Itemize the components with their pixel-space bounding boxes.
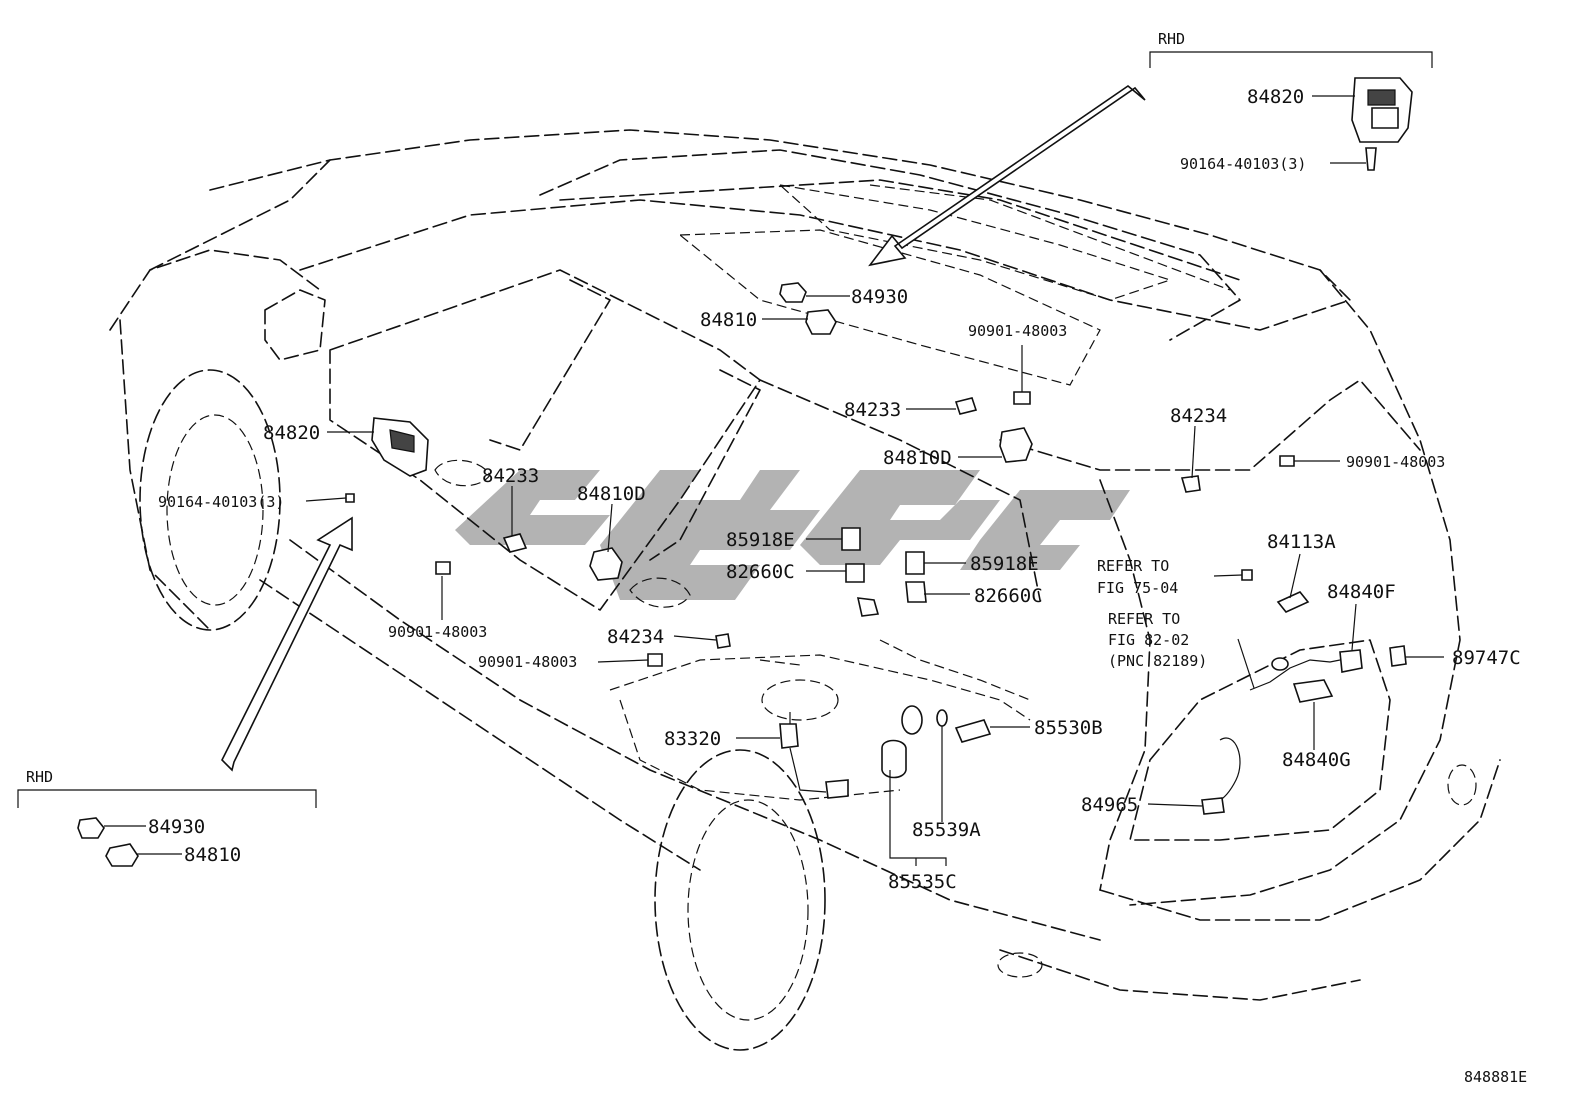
label-85918E-left: 85918E bbox=[726, 529, 795, 551]
label-90901-right: 90901-48003 bbox=[1346, 453, 1445, 471]
bolt-90901-top bbox=[1013, 391, 1031, 405]
label-84234-lower: 84234 bbox=[607, 626, 664, 648]
relay-85918E-left bbox=[841, 527, 861, 551]
label-90164-left: 90164-40103(3) bbox=[158, 493, 284, 511]
label-figure-number: 848881E bbox=[1464, 1068, 1527, 1086]
label-82660C-left: 82660C bbox=[726, 561, 795, 583]
label-84810-rhd: 84810 bbox=[184, 844, 241, 866]
rhd-arrow-bottom bbox=[221, 516, 353, 772]
label-rhd-top: RHD bbox=[1158, 30, 1185, 48]
label-84930-center: 84930 bbox=[851, 286, 908, 308]
label-84233-center: 84233 bbox=[844, 399, 901, 421]
pin-84233-top bbox=[954, 397, 978, 415]
seal-85539A bbox=[936, 709, 948, 727]
indicator-arrows bbox=[221, 84, 1146, 772]
label-89747C: 89747C bbox=[1452, 647, 1521, 669]
relay-85918E-right bbox=[905, 551, 925, 575]
plug-85530B bbox=[954, 719, 992, 743]
label-90901-lower: 90901-48003 bbox=[478, 653, 577, 671]
parts bbox=[77, 77, 1413, 867]
label-90164-rhd: 90164-40103(3) bbox=[1180, 155, 1306, 173]
pin-84234-lower bbox=[715, 633, 731, 649]
switch-84810-rhd bbox=[105, 843, 139, 867]
bolt-90901-left bbox=[435, 561, 451, 575]
label-85539A: 85539A bbox=[912, 819, 981, 841]
switch-84930-rhd bbox=[77, 817, 105, 839]
rhd-arrow-top bbox=[868, 84, 1146, 267]
label-84930-rhd: 84930 bbox=[148, 816, 205, 838]
pin-84234-right bbox=[1180, 475, 1201, 493]
screw-top-right bbox=[1365, 147, 1377, 171]
label-84810D-upper: 84810D bbox=[883, 447, 952, 469]
screw-84113A bbox=[1241, 569, 1253, 581]
label-refer-to-2: REFER TO bbox=[1108, 610, 1180, 628]
rhd-brackets bbox=[17, 51, 1433, 808]
label-fig-82-02: FIG 82-02 bbox=[1108, 631, 1189, 649]
switch-84820-rhd bbox=[1351, 77, 1413, 143]
label-refer-to-1: REFER TO bbox=[1097, 557, 1169, 575]
label-90901-center: 90901-48003 bbox=[968, 322, 1067, 340]
vehicle-outline bbox=[109, 129, 1501, 1051]
switch-84810D-upper bbox=[999, 427, 1033, 463]
label-85530B: 85530B bbox=[1034, 717, 1103, 739]
label-84810D-lower: 84810D bbox=[577, 483, 646, 505]
sensor-83320-plug bbox=[825, 779, 849, 799]
switch-84840F bbox=[1339, 649, 1363, 673]
socket-85535C bbox=[881, 739, 907, 779]
switch-84113A bbox=[1276, 591, 1310, 613]
label-84840G: 84840G bbox=[1282, 749, 1351, 771]
bolt-90901-right bbox=[1279, 455, 1295, 467]
label-84820-rhd: 84820 bbox=[1247, 86, 1304, 108]
switch-84840G bbox=[1292, 679, 1334, 703]
pin-84233-left bbox=[502, 533, 528, 553]
watermark-logo bbox=[455, 470, 1130, 600]
sensor-83320 bbox=[779, 723, 799, 749]
block-82660C-right bbox=[905, 581, 927, 603]
label-fig-75-04: FIG 75-04 bbox=[1097, 579, 1178, 597]
label-84965: 84965 bbox=[1081, 794, 1138, 816]
label-82660C-right: 82660C bbox=[974, 585, 1043, 607]
label-83320: 83320 bbox=[664, 728, 721, 750]
screw-left bbox=[345, 493, 355, 503]
label-85535C: 85535C bbox=[888, 871, 957, 893]
switch-84820-left bbox=[371, 417, 429, 477]
switch-84965 bbox=[1201, 797, 1225, 815]
wire-84840 bbox=[1249, 659, 1341, 691]
label-84810-center: 84810 bbox=[700, 309, 757, 331]
socket-85535C-cap bbox=[901, 705, 923, 735]
switch-84810 bbox=[805, 309, 837, 335]
label-84234-right: 84234 bbox=[1170, 405, 1227, 427]
label-84233-left: 84233 bbox=[482, 465, 539, 487]
wire-84965 bbox=[1211, 737, 1241, 809]
sensor-89747C bbox=[1389, 645, 1407, 667]
leader-lines bbox=[104, 95, 1444, 866]
callout-labels: RHD 84820 90164-40103(3) 84930 84810 909… bbox=[26, 30, 1527, 1086]
label-rhd-bottom: RHD bbox=[26, 768, 53, 786]
switch-84810D-lower bbox=[589, 547, 623, 581]
connector-center bbox=[856, 597, 880, 617]
label-84840F: 84840F bbox=[1327, 581, 1396, 603]
label-85918E-right: 85918E bbox=[970, 553, 1039, 575]
label-84113A: 84113A bbox=[1267, 531, 1336, 553]
bolt-90901-lower bbox=[647, 653, 663, 667]
label-90901-left: 90901-48003 bbox=[388, 623, 487, 641]
block-82660C-left bbox=[845, 563, 865, 583]
grommet-84840 bbox=[1271, 657, 1289, 671]
switch-84930 bbox=[779, 282, 807, 303]
label-84820-left: 84820 bbox=[263, 422, 320, 444]
label-pnc-82189: (PNC 82189) bbox=[1108, 652, 1207, 670]
